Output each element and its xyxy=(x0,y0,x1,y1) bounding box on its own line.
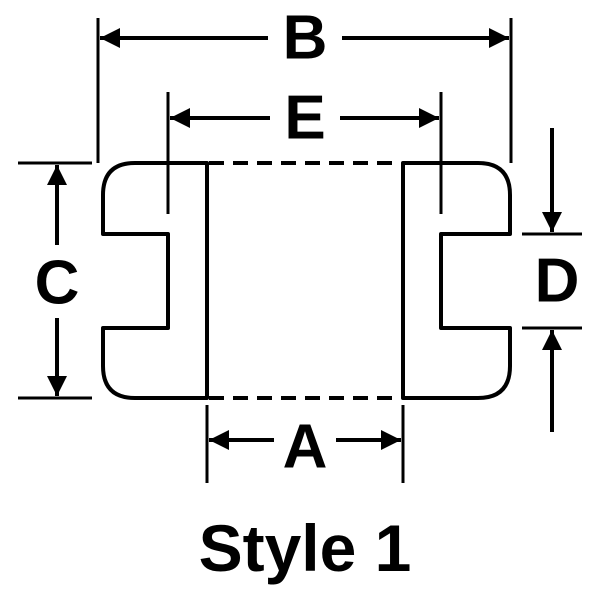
style-caption: Style 1 xyxy=(199,511,412,585)
dimension-c-label: C xyxy=(35,249,80,318)
right-bracket-shape xyxy=(401,161,512,400)
left-bracket-shape xyxy=(101,161,209,400)
dimension-e: E xyxy=(166,84,443,214)
dimension-b-label: B xyxy=(283,4,328,73)
dimension-c: C xyxy=(18,161,92,400)
dimension-e-label: E xyxy=(284,84,325,153)
dimension-a: A xyxy=(205,405,405,483)
dimension-b: B xyxy=(96,4,513,163)
dimension-d: D xyxy=(522,128,582,432)
dimension-a-label: A xyxy=(283,413,328,482)
dimension-d-label: D xyxy=(535,247,580,316)
